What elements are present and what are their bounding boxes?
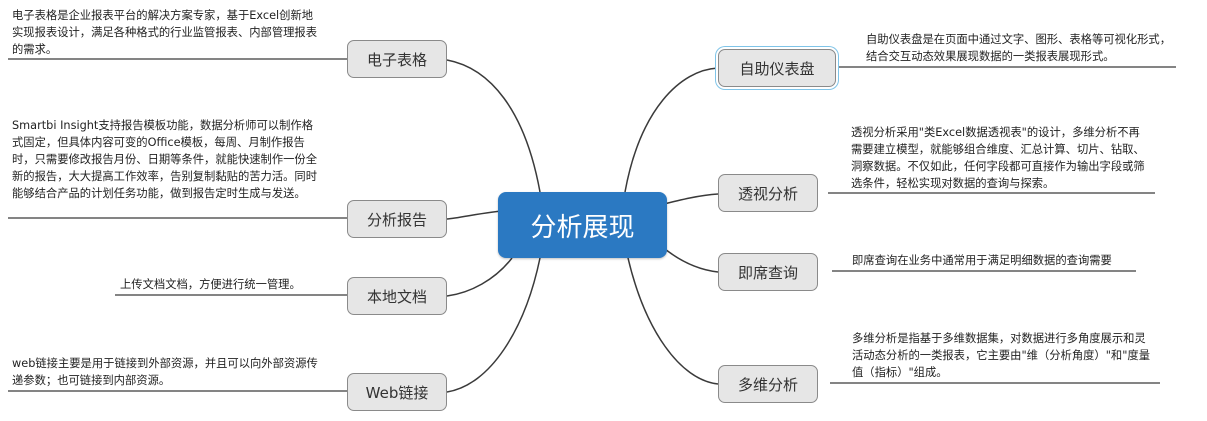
node-report-label: 分析报告 — [366, 210, 427, 229]
desc-report: Smartbi Insight支持报告模板功能，数据分析师可以制作格式固定，但具… — [12, 119, 318, 200]
node-pivot-label: 透视分析 — [737, 184, 798, 203]
node-adhoc-label: 即席查询 — [737, 263, 798, 282]
node-localdoc[interactable]: 本地文档 — [347, 277, 447, 315]
desc-olap: 多维分析是指基于多维数据集，对数据进行多角度展示和灵活动态分析的一类报表，它主要… — [852, 332, 1151, 379]
link-localdoc — [446, 257, 513, 297]
desc-dashboard: 自助仪表盘是在页面中通过文字、图形、表格等可视化形式，结合交互动态效果展现数据的… — [866, 33, 1172, 63]
node-dashboard[interactable]: 自助仪表盘 — [718, 49, 836, 87]
link-dashboard — [624, 67, 719, 193]
desc-localdoc: 上传文档文档，方便进行统一管理。 — [120, 278, 301, 291]
node-olap-label: 多维分析 — [737, 375, 798, 394]
desc-adhoc: 即席查询在业务中通常用于满足明细数据的查询需要 — [852, 254, 1112, 267]
central-topic-label: 分析展现 — [530, 212, 635, 243]
link-spreadsheet — [446, 59, 541, 193]
node-weblink[interactable]: Web链接 — [347, 373, 447, 411]
link-pivot — [659, 193, 719, 206]
desc-pivot: 透视分析采用"类Excel数据透视表"的设计，多维分析不再需要建立模型，就能够组… — [851, 126, 1145, 190]
link-adhoc — [659, 244, 719, 273]
link-olap — [627, 257, 719, 385]
link-weblink — [446, 257, 541, 393]
node-adhoc[interactable]: 即席查询 — [718, 253, 818, 291]
desc-spreadsheet: 电子表格是企业报表平台的解决方案专家，基于Excel创新地实现报表设计，满足各种… — [12, 9, 318, 56]
node-report[interactable]: 分析报告 — [347, 200, 447, 238]
node-spreadsheet-label: 电子表格 — [366, 50, 427, 69]
node-olap[interactable]: 多维分析 — [718, 365, 818, 403]
central-topic[interactable]: 分析展现 — [498, 192, 667, 258]
node-pivot[interactable]: 透视分析 — [718, 174, 818, 212]
node-dashboard-label: 自助仪表盘 — [739, 59, 815, 78]
node-spreadsheet[interactable]: 电子表格 — [347, 40, 447, 78]
node-localdoc-label: 本地文档 — [366, 287, 427, 306]
node-weblink-label: Web链接 — [365, 383, 429, 402]
desc-weblink: web链接主要是用于链接到外部资源，并且可以向外部资源传递参数；也可链接到内部资… — [12, 357, 318, 387]
